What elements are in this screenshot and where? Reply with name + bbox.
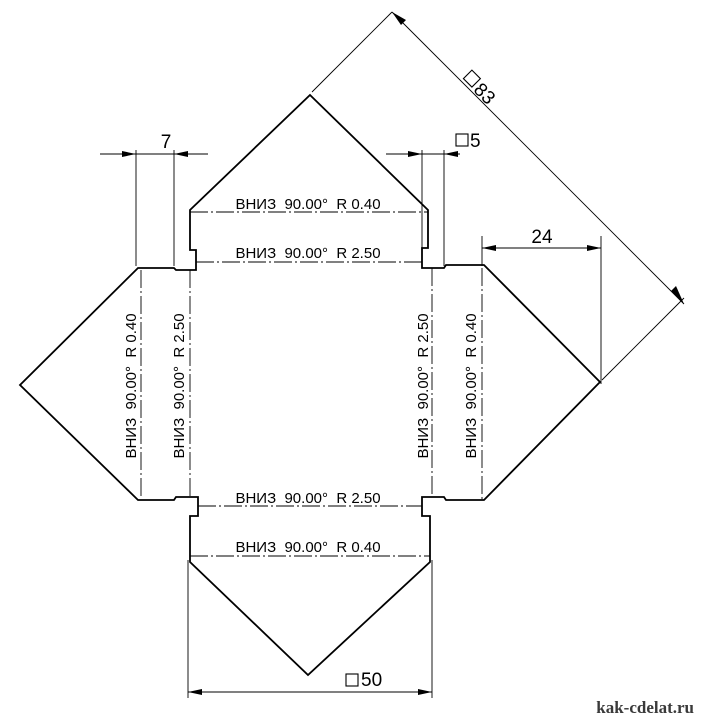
dimension-diagonal-value: 83: [469, 79, 499, 109]
dimension-tab-width-value: 7: [161, 132, 172, 153]
square-symbol-icon: [455, 133, 469, 147]
dimension-flap-depth-value: 24: [531, 227, 553, 248]
dimension-tab-width: 7: [100, 132, 208, 266]
dimension-flap-depth: 24: [481, 227, 602, 384]
bend-label-left-outer: ВНИЗ 90.00° R 0.40: [123, 313, 140, 458]
pattern-outline: [18, 93, 602, 677]
dimension-slot-size: 5: [386, 131, 481, 266]
square-symbol-icon: [462, 69, 482, 88]
bend-label-bottom-inner: ВНИЗ 90.00° R 2.50: [235, 490, 380, 507]
bend-label-right-outer: ВНИЗ 90.00° R 0.40: [463, 313, 480, 458]
bend-label-right-inner: ВНИЗ 90.00° R 2.50: [415, 313, 432, 458]
bend-label-top-outer: ВНИЗ 90.00° R 0.40: [235, 196, 380, 213]
square-symbol-icon: [345, 673, 359, 687]
watermark: kak-cdelat.ru: [596, 698, 694, 717]
dimension-slot-size-value: 5: [470, 131, 481, 152]
bend-label-bottom-outer: ВНИЗ 90.00° R 0.40: [235, 539, 380, 556]
dimension-base-size: 50: [187, 560, 433, 698]
dimension-base-size-value: 50: [361, 670, 382, 691]
bend-label-top-inner: ВНИЗ 90.00° R 2.50: [235, 245, 380, 262]
bend-label-left-inner: ВНИЗ 90.00° R 2.50: [171, 313, 188, 458]
